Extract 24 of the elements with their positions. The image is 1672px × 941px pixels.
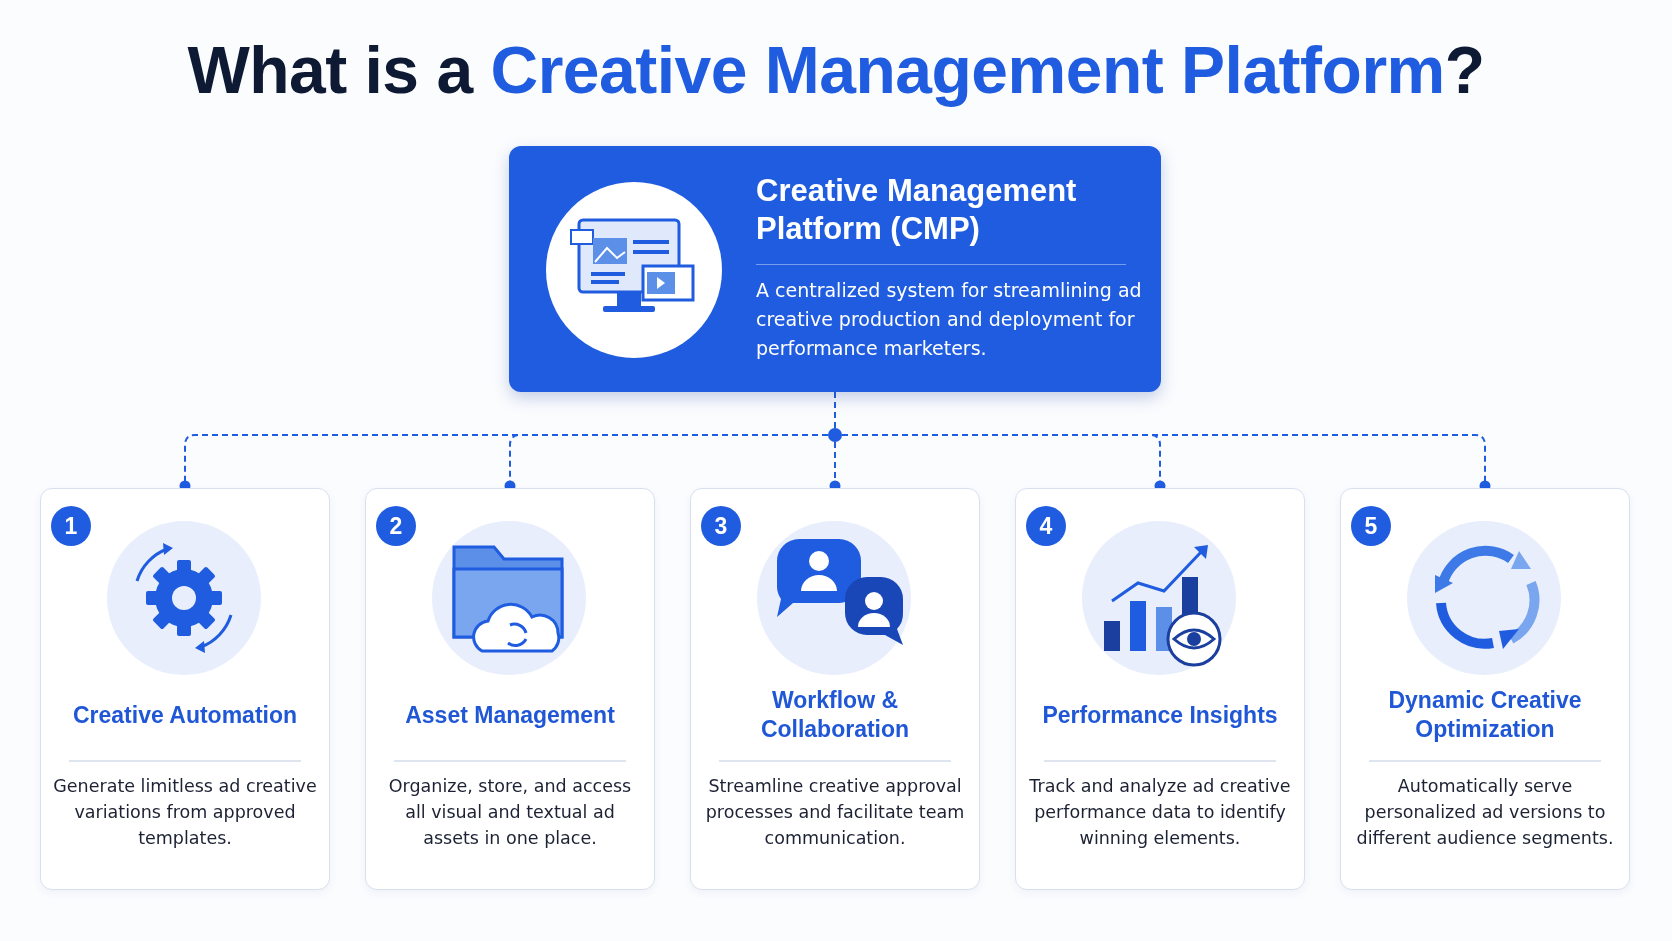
platform-heading: Creative Management Platform (CMP) — [756, 172, 1078, 248]
platform-description: A centralized system for streamlining ad creative production and deployment for performance marketers. — [756, 278, 1143, 361]
title: What is a Creative Management Platform? — [186, 32, 1486, 108]
feature-title: Asset Management — [405, 700, 615, 730]
feature-card — [365, 488, 655, 890]
feature-description: Streamline creative approval processes and facilitate team communication. — [704, 775, 966, 850]
feature-title: Dynamic Creative Optimization — [1387, 686, 1583, 744]
number-badge: 3 — [701, 506, 741, 546]
feature-card — [1340, 488, 1630, 890]
feature-title: Creative Automation — [72, 700, 298, 730]
number-badge: 1 — [51, 506, 91, 546]
feature-description: Automatically serve personalized ad versions to different audience segments. — [1355, 775, 1615, 850]
feature-card — [690, 488, 980, 890]
number-badge: 4 — [1026, 506, 1066, 546]
feature-title: Workflow & Collaboration — [759, 686, 911, 744]
feature-description: Track and analyze ad creative performance data to identify winning elements. — [1028, 775, 1292, 850]
number-badge: 5 — [1351, 506, 1391, 546]
feature-card — [1015, 488, 1305, 890]
number-badge: 2 — [376, 506, 416, 546]
platform-card — [509, 146, 1161, 392]
feature-title: Performance Insights — [1042, 700, 1278, 730]
feature-description: Organize, store, and access all visual and textual ad assets in one place. — [387, 775, 633, 850]
feature-card — [40, 488, 330, 890]
feature-description: Generate limitless ad creative variations from approved templates. — [53, 775, 317, 850]
